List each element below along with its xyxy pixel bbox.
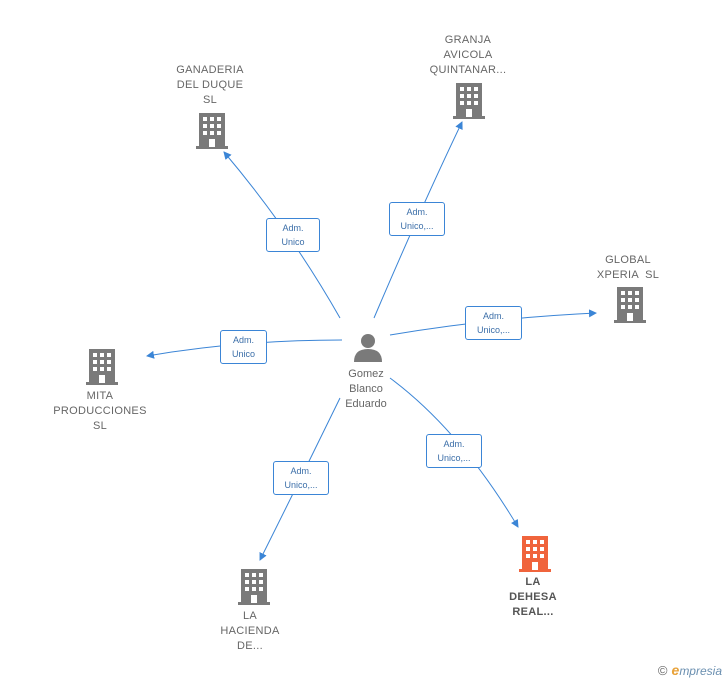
person-icon[interactable] — [353, 332, 383, 362]
role-box-hacienda[interactable]: Adm. Unico,... — [273, 461, 329, 495]
role-box-dehesa[interactable]: Adm. Unico,... — [426, 434, 482, 468]
empresia-logo: ©empresia — [657, 662, 722, 678]
building-icon-highlighted[interactable] — [519, 536, 551, 572]
building-icon[interactable] — [86, 349, 118, 385]
company-label-ganaderia[interactable]: GANADERIA DEL DUQUE SL — [176, 64, 244, 106]
copyright-icon: © — [657, 663, 668, 678]
company-label-dehesa[interactable]: LA DEHESA REAL... — [509, 576, 557, 618]
company-label-mita[interactable]: MITA PRODUCCIONES SL — [53, 390, 147, 432]
role-box-granja[interactable]: Adm. Unico,... — [389, 202, 445, 236]
company-label-global[interactable]: GLOBAL XPERIA SL — [596, 254, 660, 281]
building-icon[interactable] — [614, 287, 646, 323]
role-box-mita[interactable]: Adm. Unico — [220, 330, 267, 364]
building-icon[interactable] — [238, 569, 270, 605]
company-label-granja[interactable]: GRANJA AVICOLA QUINTANAR... — [429, 34, 507, 76]
building-icon[interactable] — [453, 83, 485, 119]
person-label[interactable]: Gomez Blanco Eduardo — [345, 368, 387, 410]
company-label-hacienda[interactable]: LA HACIENDA DE... — [220, 610, 280, 652]
role-box-global[interactable]: Adm. Unico,... — [465, 306, 522, 340]
building-icon[interactable] — [196, 113, 228, 149]
role-box-ganaderia[interactable]: Adm. Unico — [266, 218, 320, 252]
